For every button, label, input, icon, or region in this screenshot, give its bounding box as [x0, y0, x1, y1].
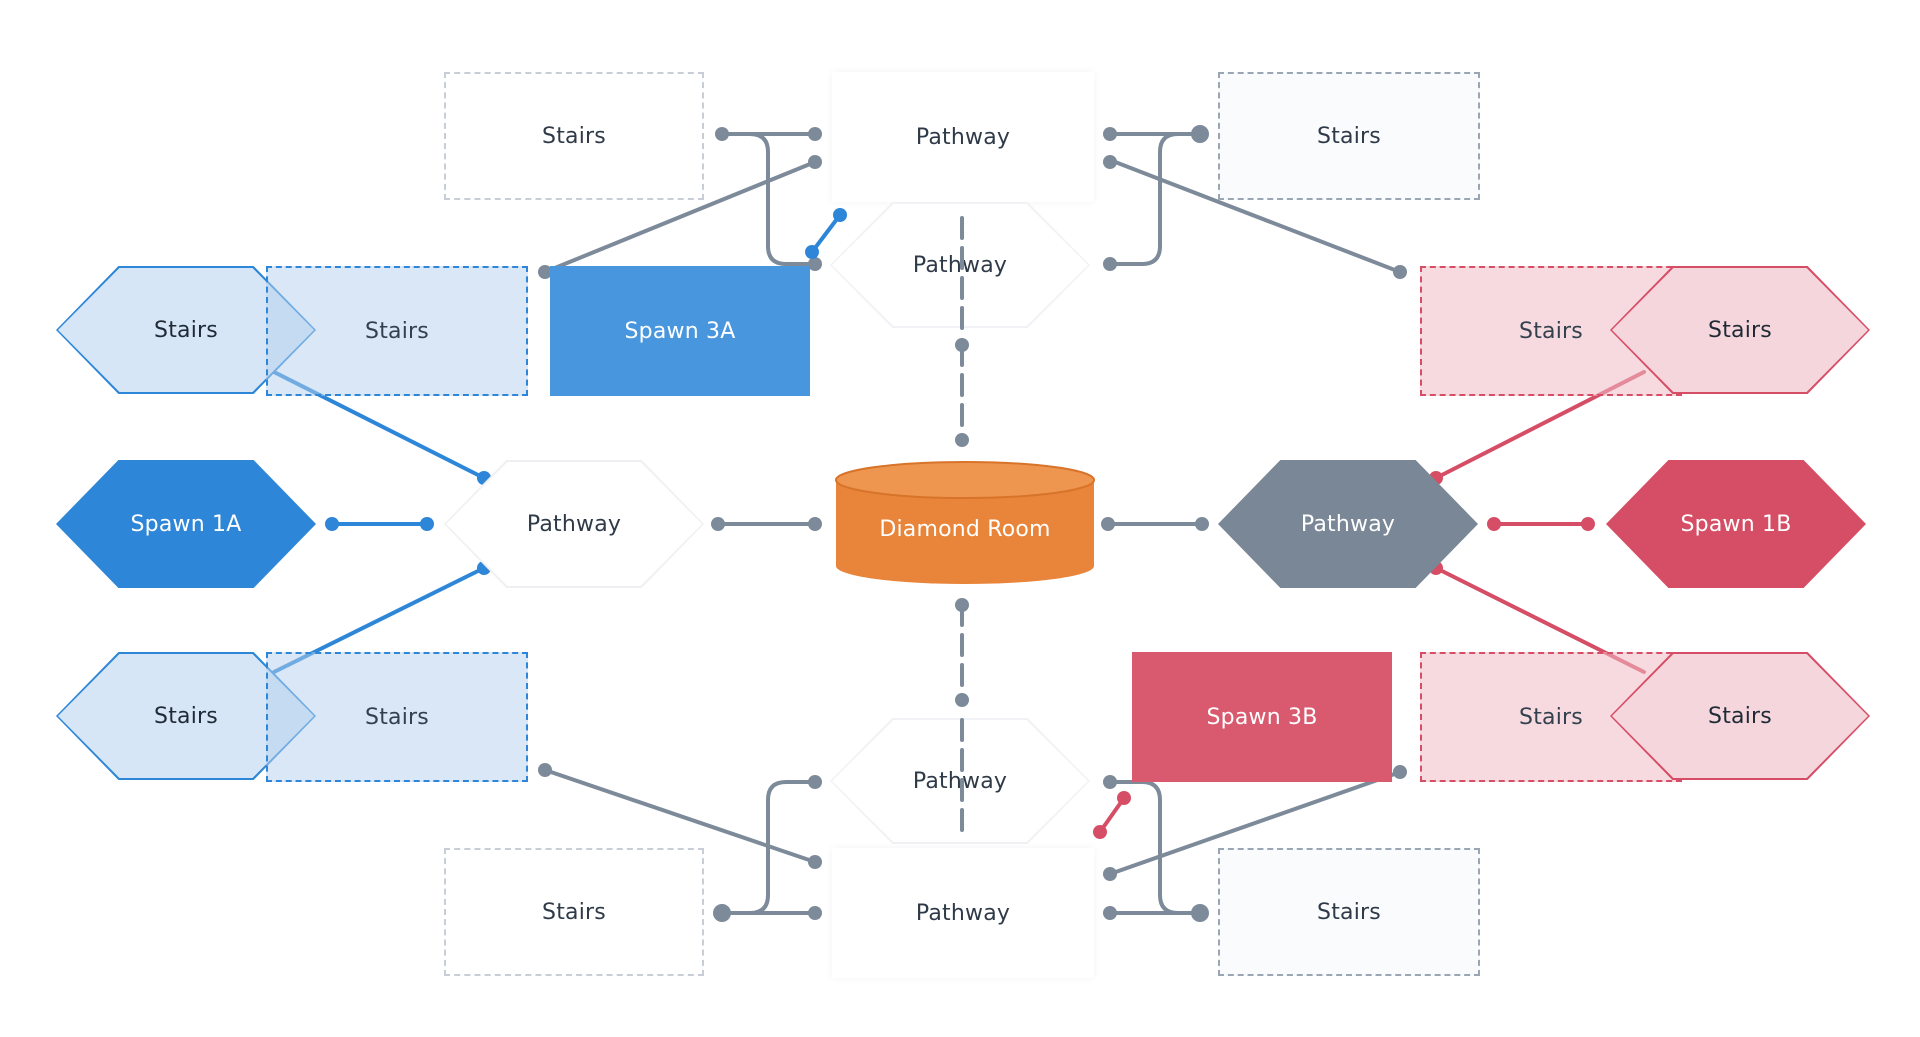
- connector-top-right-c: [1108, 158, 1402, 274]
- connector-top-left-c: [543, 160, 817, 274]
- connector-spawn3a: [810, 213, 842, 254]
- spawn-3a[interactable]: Spawn 3A: [550, 266, 810, 396]
- stairs-bottom-left[interactable]: Stairs: [444, 848, 704, 976]
- stairs-rect-blue-upper[interactable]: Stairs: [266, 266, 528, 396]
- connector-bottom-right-c: [1108, 770, 1402, 876]
- diamond-room[interactable]: Diamond Room: [834, 460, 1096, 588]
- spawn-1b[interactable]: Spawn 1B: [1606, 460, 1866, 588]
- stairs-top-left[interactable]: Stairs: [444, 72, 704, 200]
- cylinder-shape: [835, 461, 1095, 584]
- connector-top-right-b: [1108, 132, 1202, 266]
- connector-bottom-left-c: [543, 768, 817, 864]
- pathway-top[interactable]: Pathway: [832, 72, 1094, 202]
- stairs-hex-red-lower[interactable]: Stairs: [1610, 652, 1870, 780]
- spawn-3b[interactable]: Spawn 3B: [1132, 652, 1392, 782]
- connector-top-left-b: [720, 132, 817, 266]
- stairs-top-right[interactable]: Stairs: [1218, 72, 1480, 200]
- pathway-bottom[interactable]: Pathway: [832, 848, 1094, 978]
- stairs-bottom-right[interactable]: Stairs: [1218, 848, 1480, 976]
- connector-bottom-right-b: [1108, 780, 1202, 915]
- stairs-rect-blue-lower[interactable]: Stairs: [266, 652, 528, 782]
- stairs-rect-red-upper[interactable]: Stairs: [1420, 266, 1682, 396]
